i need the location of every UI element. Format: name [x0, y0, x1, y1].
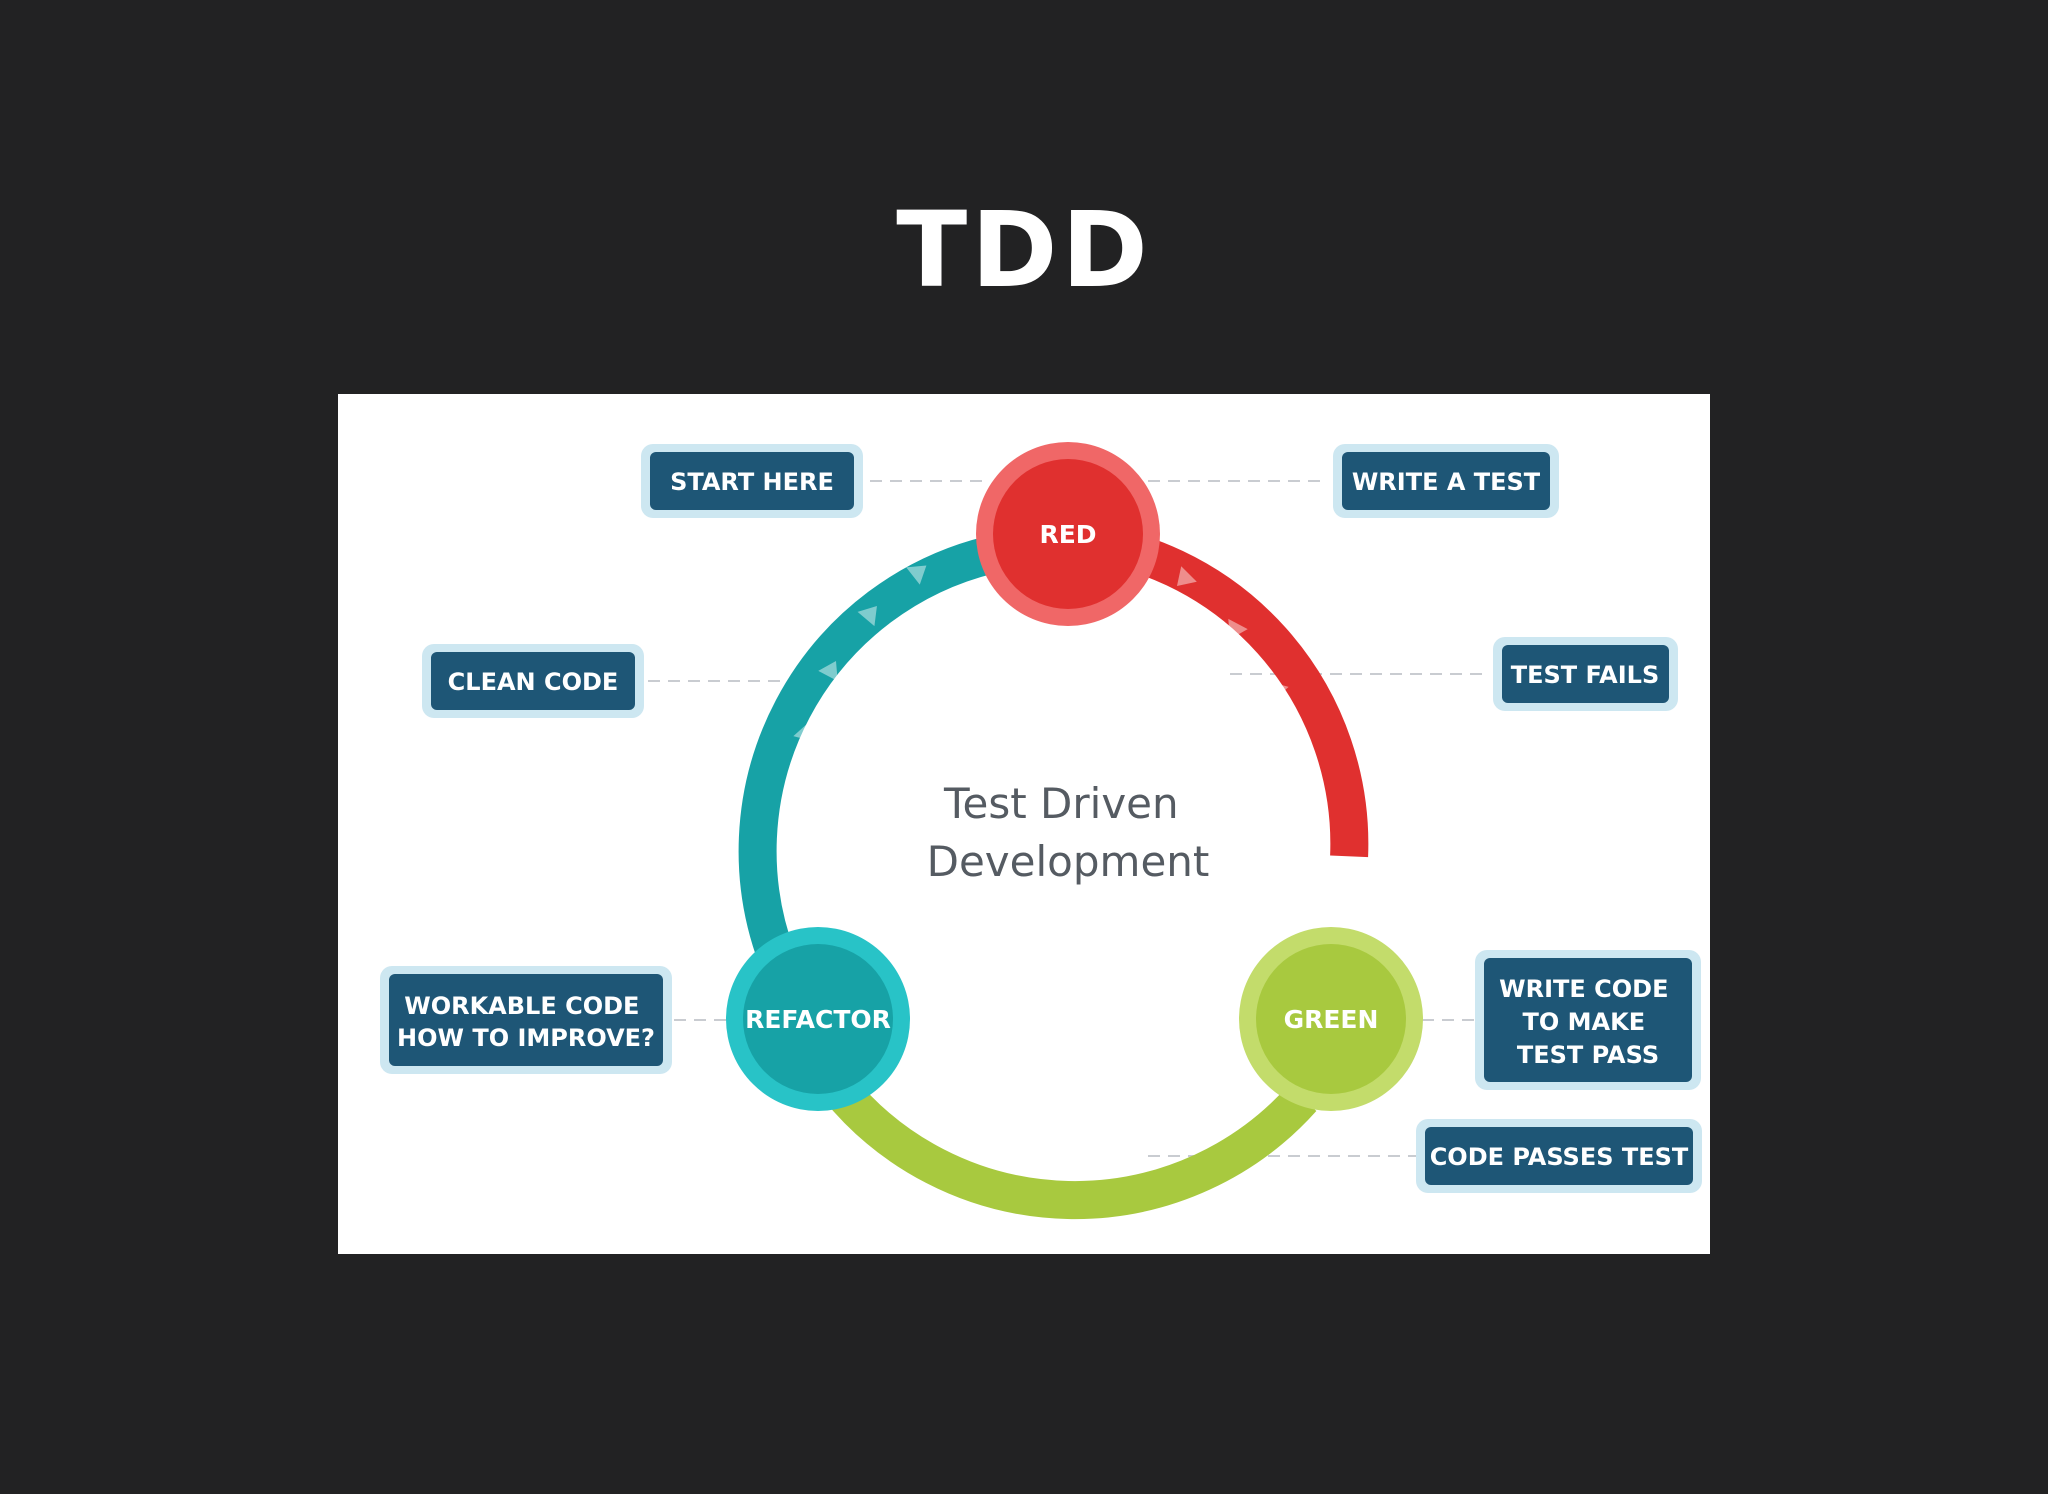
label-start-here: START HERE [641, 444, 863, 518]
red-node-label: RED [1039, 520, 1096, 549]
label-write-code-line-3: TEST PASS [1517, 1041, 1659, 1069]
label-start-here-text: START HERE [670, 468, 834, 496]
label-workable-code-line-1: WORKABLE CODE [404, 992, 639, 1020]
label-write-code-line-1: WRITE CODE [1499, 975, 1668, 1003]
label-code-passes-test-text: CODE PASSES TEST [1430, 1143, 1689, 1171]
red-node-inner [993, 459, 1143, 609]
label-write-code-line-2: TO MAKE [1523, 1008, 1646, 1036]
green-node-inner [1256, 944, 1406, 1094]
teal-arc [738, 536, 995, 965]
green-arc [823, 1075, 1317, 1220]
center-title-line-1: Test Driven [943, 779, 1179, 828]
tdd-cycle-diagram: Test Driven Development RED GREEN REFACT… [380, 442, 1702, 1220]
green-node-label: GREEN [1284, 1005, 1379, 1034]
ring-arrows [783, 565, 1324, 1153]
refactor-node-label: REFACTOR [745, 1005, 891, 1034]
green-node: GREEN [1239, 927, 1423, 1111]
tdd-diagram-figure: Test Driven Development RED GREEN REFACT… [338, 394, 1710, 1254]
slide-title: TDD [896, 189, 1152, 311]
red-node: RED [976, 442, 1160, 626]
label-code-passes-test: CODE PASSES TEST [1416, 1119, 1702, 1193]
label-write-code: WRITE CODE TO MAKE TEST PASS [1475, 950, 1701, 1090]
label-test-fails-text: TEST FAILS [1511, 661, 1660, 689]
label-write-a-test: WRITE A TEST [1333, 444, 1559, 518]
label-clean-code: CLEAN CODE [422, 644, 644, 718]
label-write-a-test-text: WRITE A TEST [1352, 468, 1541, 496]
center-title-line-2: Development [927, 837, 1210, 886]
center-title: Test Driven Development [927, 779, 1210, 886]
label-clean-code-text: CLEAN CODE [448, 668, 619, 696]
label-workable-code-line-2: HOW TO IMPROVE? [397, 1024, 655, 1052]
label-workable-code: WORKABLE CODE HOW TO IMPROVE? [380, 966, 672, 1074]
refactor-node-inner [743, 944, 893, 1094]
label-workable-code-text: WORKABLE CODE HOW TO IMPROVE? [397, 992, 655, 1052]
refactor-node: REFACTOR [726, 927, 910, 1111]
label-test-fails: TEST FAILS [1493, 637, 1678, 711]
label-write-code-text: WRITE CODE TO MAKE TEST PASS [1499, 975, 1677, 1069]
